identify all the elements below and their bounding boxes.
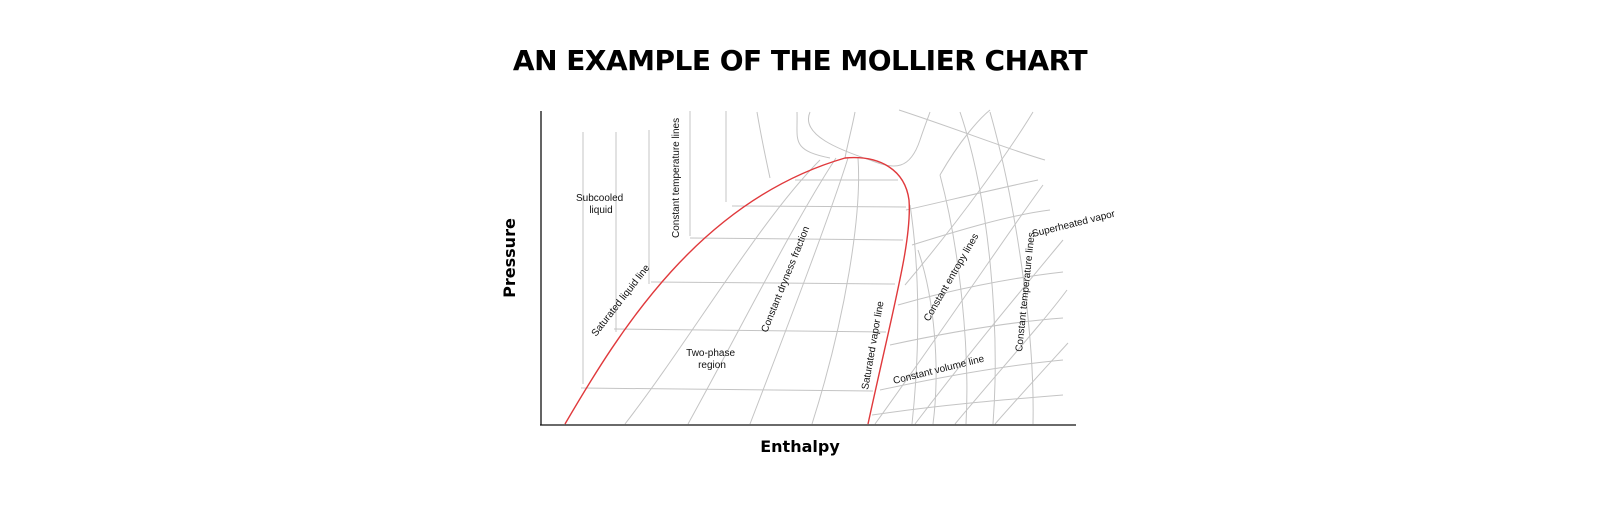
volume-line	[897, 271, 1064, 306]
saturated-liquid-line-label: Saturated liquid line	[590, 263, 653, 339]
dryness-line	[624, 159, 821, 425]
two-phase-horizontal-lines	[580, 179, 907, 392]
entropy-line	[874, 184, 1044, 425]
two-phase-label-line: region	[698, 360, 726, 371]
constant-entropy-lines	[874, 109, 1069, 425]
saturated-vapor-line-label: Saturated vapor line	[860, 300, 886, 390]
pressure-line	[731, 205, 907, 208]
constant-temperature-lines-subcooled	[582, 111, 727, 384]
volume-line	[905, 179, 1039, 211]
pressure-line	[580, 387, 874, 392]
entropy-line	[994, 342, 1069, 425]
isotherm-curve	[909, 204, 919, 425]
x-axis-label: Enthalpy	[760, 437, 840, 456]
saturation-curve	[564, 156, 911, 425]
dryness-line	[749, 157, 849, 425]
entropy-line	[954, 289, 1068, 425]
isotherm-curve	[844, 111, 856, 159]
constant-temperature-label-right: Constant temperature lines	[1014, 232, 1037, 353]
entropy-line	[898, 109, 1046, 161]
dryness-line	[687, 157, 837, 425]
isotherm-curve	[756, 111, 771, 179]
subcooled-label-line: Subcooled	[576, 193, 623, 204]
constant-volume-label: Constant volume line	[892, 354, 986, 387]
constant-dryness-fraction-lines	[624, 157, 860, 425]
two-phase-region-label: Two-phase region	[686, 348, 738, 371]
isotherm-curve	[989, 111, 1034, 425]
isotherm-curve	[939, 174, 968, 425]
two-phase-label-line: Two-phase	[686, 348, 735, 359]
constant-entropy-label: Constant entropy lines	[922, 232, 981, 324]
volume-line	[889, 317, 1064, 346]
volume-line	[879, 359, 1064, 391]
constant-temperature-lines-superheated	[909, 111, 1034, 425]
y-axis-label: Pressure	[500, 218, 519, 298]
pressure-line	[650, 281, 896, 285]
volume-line	[911, 209, 1051, 246]
subcooled-label-line: liquid	[589, 205, 612, 216]
isotherm-curve	[796, 111, 831, 159]
entropy-line	[939, 109, 991, 176]
superheated-vapor-label: Superheated vapor	[1031, 208, 1117, 239]
subcooled-liquid-label: Subcooled liquid	[576, 193, 626, 216]
constant-volume-lines	[871, 179, 1064, 416]
dryness-line	[811, 157, 860, 425]
page-title: AN EXAMPLE OF THE MOLLIER CHART	[512, 44, 1088, 77]
pressure-line	[689, 237, 904, 241]
entropy-line	[914, 239, 1064, 425]
volume-line	[871, 394, 1064, 416]
upper-isotherm-curves	[756, 111, 931, 179]
isotherm-curve	[807, 111, 931, 167]
pressure-line	[613, 328, 887, 333]
isotherm-curve	[959, 111, 996, 425]
constant-temperature-label-left: Constant temperature lines	[671, 118, 682, 238]
entropy-line	[904, 111, 1034, 286]
